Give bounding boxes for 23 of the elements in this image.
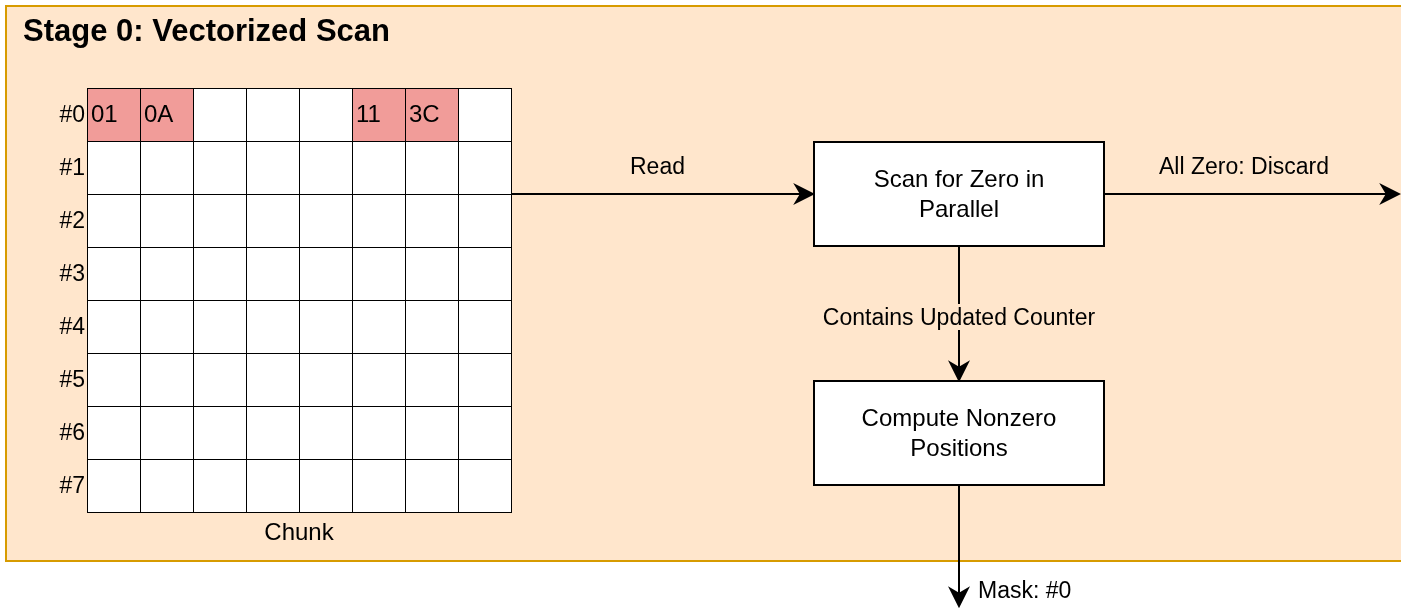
grid-cell: 01: [87, 88, 141, 142]
process-box: [813, 380, 1105, 486]
arrow: [1104, 183, 1401, 205]
stage-panel: [5, 5, 1401, 562]
row-number: #3: [58, 259, 85, 288]
edge-label: Contains Updated Counter: [822, 304, 1096, 330]
row-number: #4: [58, 312, 85, 341]
grid-cell: 3C: [405, 88, 459, 142]
box-label: Scan for Zero in Parallel: [872, 164, 1046, 224]
row-number: #7: [58, 471, 85, 500]
panel-title: Stage 0: Vectorized Scan: [23, 13, 390, 49]
row-number: #2: [58, 206, 85, 235]
process-box: [813, 141, 1105, 247]
row-number: #1: [58, 153, 85, 182]
grid-cell: 11: [352, 88, 406, 142]
row-number: #5: [58, 365, 85, 394]
grid-cell: 0A: [140, 88, 194, 142]
row-number: #0: [58, 100, 85, 129]
box-label: Compute Nonzero Positions: [860, 403, 1058, 463]
arrow: [510, 183, 816, 205]
grid-caption: Chunk: [263, 518, 335, 546]
arrow: [948, 485, 970, 609]
row-number: #6: [58, 418, 85, 447]
